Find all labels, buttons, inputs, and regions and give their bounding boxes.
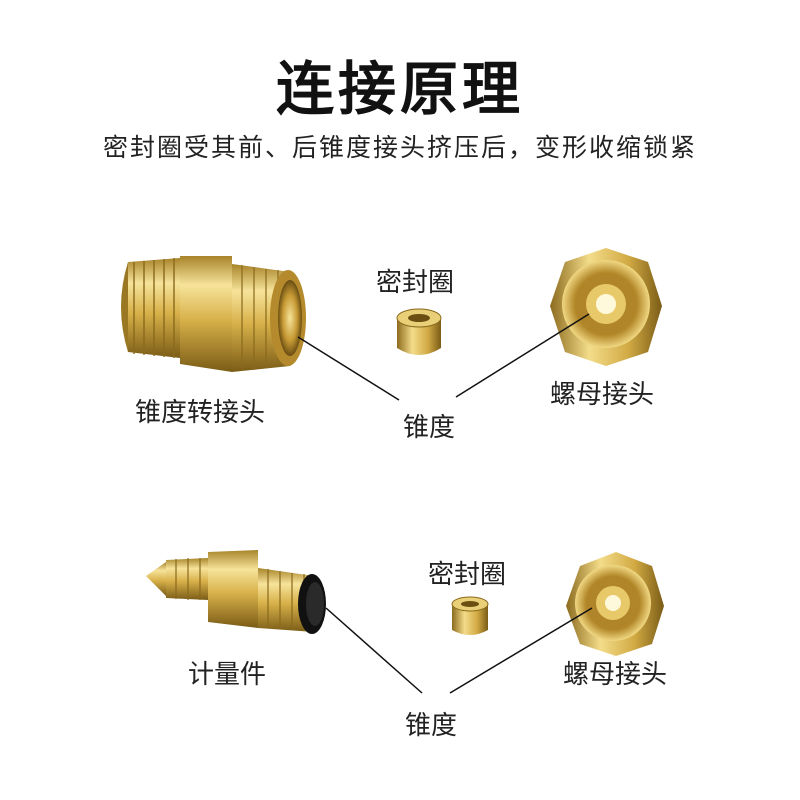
taper-adapter-label: 锥度转接头: [135, 398, 266, 428]
page-title: 连接原理: [275, 55, 524, 123]
pointer-line-top-left: [297, 336, 400, 401]
seal-ring-label-top: 密封圈: [376, 268, 455, 298]
taper-label-top: 锥度: [403, 413, 456, 443]
nut-fitting-label-top: 螺母接头: [550, 380, 655, 410]
taper-adapter-image: [121, 256, 306, 372]
meter-part-label: 计量件: [188, 660, 267, 690]
pointer-line-top-right: [455, 313, 590, 398]
pointer-line-bottom-right: [449, 607, 593, 694]
meter-part-image: [146, 550, 326, 634]
taper-label-bottom: 锥度: [405, 711, 458, 741]
page-subtitle: 密封圈受其前、后锥度接头挤压后，变形收缩锁紧: [102, 133, 697, 162]
seal-ring-label-bottom: 密封圈: [428, 560, 507, 590]
seal-ring-top-image: [396, 308, 442, 355]
nut-fitting-label-bottom: 螺母接头: [563, 660, 668, 690]
seal-ring-bottom-image: [451, 596, 489, 635]
nut-fitting-bottom-image: [566, 552, 664, 656]
nut-fitting-top-image: [550, 248, 662, 366]
pointer-line-bottom-left: [325, 607, 423, 694]
